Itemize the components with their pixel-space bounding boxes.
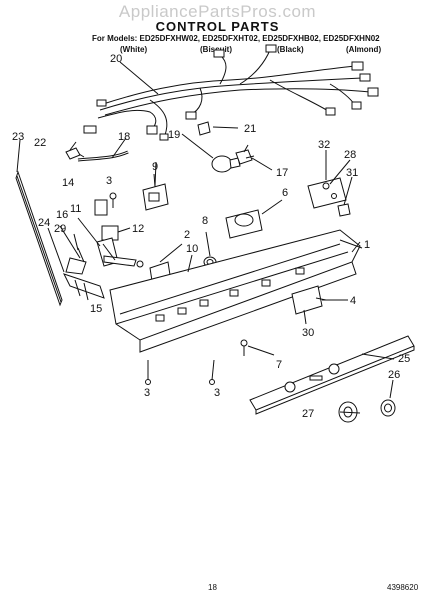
- callout-9: 9: [152, 161, 158, 173]
- actuator-bracket: [291, 285, 327, 325]
- wire-harness: [83, 44, 379, 141]
- mounting-bracket: [307, 177, 351, 217]
- page-title: CONTROL PARTS: [155, 19, 280, 34]
- callout-18: 18: [118, 131, 130, 143]
- callout-22: 22: [34, 137, 46, 149]
- callout-10: 10: [186, 243, 198, 255]
- housing-screw: [240, 339, 248, 356]
- wire-clip: [65, 147, 85, 160]
- callout-27: 27: [302, 408, 314, 420]
- callout-26: 26: [388, 369, 400, 381]
- callout-21: 21: [244, 123, 256, 135]
- models-line: For Models: ED25DFXHW02, ED25DFXHT02, ED…: [92, 34, 380, 43]
- callout-29: 29: [54, 223, 66, 235]
- callout-3-top: 3: [106, 175, 112, 187]
- light-socket-clip: [197, 121, 239, 136]
- callout-19: 19: [168, 129, 180, 141]
- callout-20: 20: [110, 53, 122, 65]
- document-code: 4398620: [387, 583, 419, 592]
- callout-30: 30: [302, 327, 314, 339]
- page-number: 18: [208, 583, 217, 592]
- control-panel: [249, 335, 415, 415]
- callout-11: 11: [70, 203, 81, 215]
- callout-14: 14: [62, 177, 74, 189]
- screw-right: [209, 359, 215, 385]
- model-color-white: (White): [120, 45, 148, 54]
- light-socket: [235, 144, 273, 171]
- control-switch: [142, 173, 169, 211]
- model-color-almond: (Almond): [346, 45, 382, 54]
- callout-15: 15: [90, 303, 102, 315]
- callout-6: 6: [282, 187, 288, 199]
- watermark: AppliancePartsPros.com: [118, 2, 317, 21]
- callout-7: 7: [276, 359, 282, 371]
- callout-28: 28: [344, 149, 356, 161]
- callout-16: 16: [56, 209, 68, 221]
- callout-3-left: 3: [144, 387, 150, 399]
- screw-left: [145, 360, 151, 385]
- callout-25: 25: [398, 353, 410, 365]
- thermostat: [225, 199, 283, 239]
- callout-12: 12: [132, 223, 144, 235]
- control-housing: [109, 229, 363, 353]
- temperature-knob: [380, 399, 396, 417]
- callout-23: 23: [12, 131, 24, 143]
- callout-1: 1: [364, 239, 370, 251]
- callout-8: 8: [202, 215, 208, 227]
- callout-2: 2: [184, 229, 190, 241]
- wire-tube: [77, 150, 129, 162]
- callout-32: 32: [318, 139, 330, 151]
- callout-3-right: 3: [214, 387, 220, 399]
- light-bulb: [211, 155, 241, 173]
- callout-17: 17: [276, 167, 288, 179]
- control-rod: [15, 170, 63, 307]
- callout-4: 4: [350, 295, 356, 307]
- callout-31: 31: [346, 167, 358, 179]
- model-color-black: (Black): [277, 45, 304, 54]
- damper-assembly: [63, 192, 144, 301]
- callout-24: 24: [38, 217, 50, 229]
- leader-lines: [16, 61, 395, 414]
- callout-numbers: 20 21 22 18 19 23 9 17 32 28 3 14 6 31 1…: [12, 53, 410, 420]
